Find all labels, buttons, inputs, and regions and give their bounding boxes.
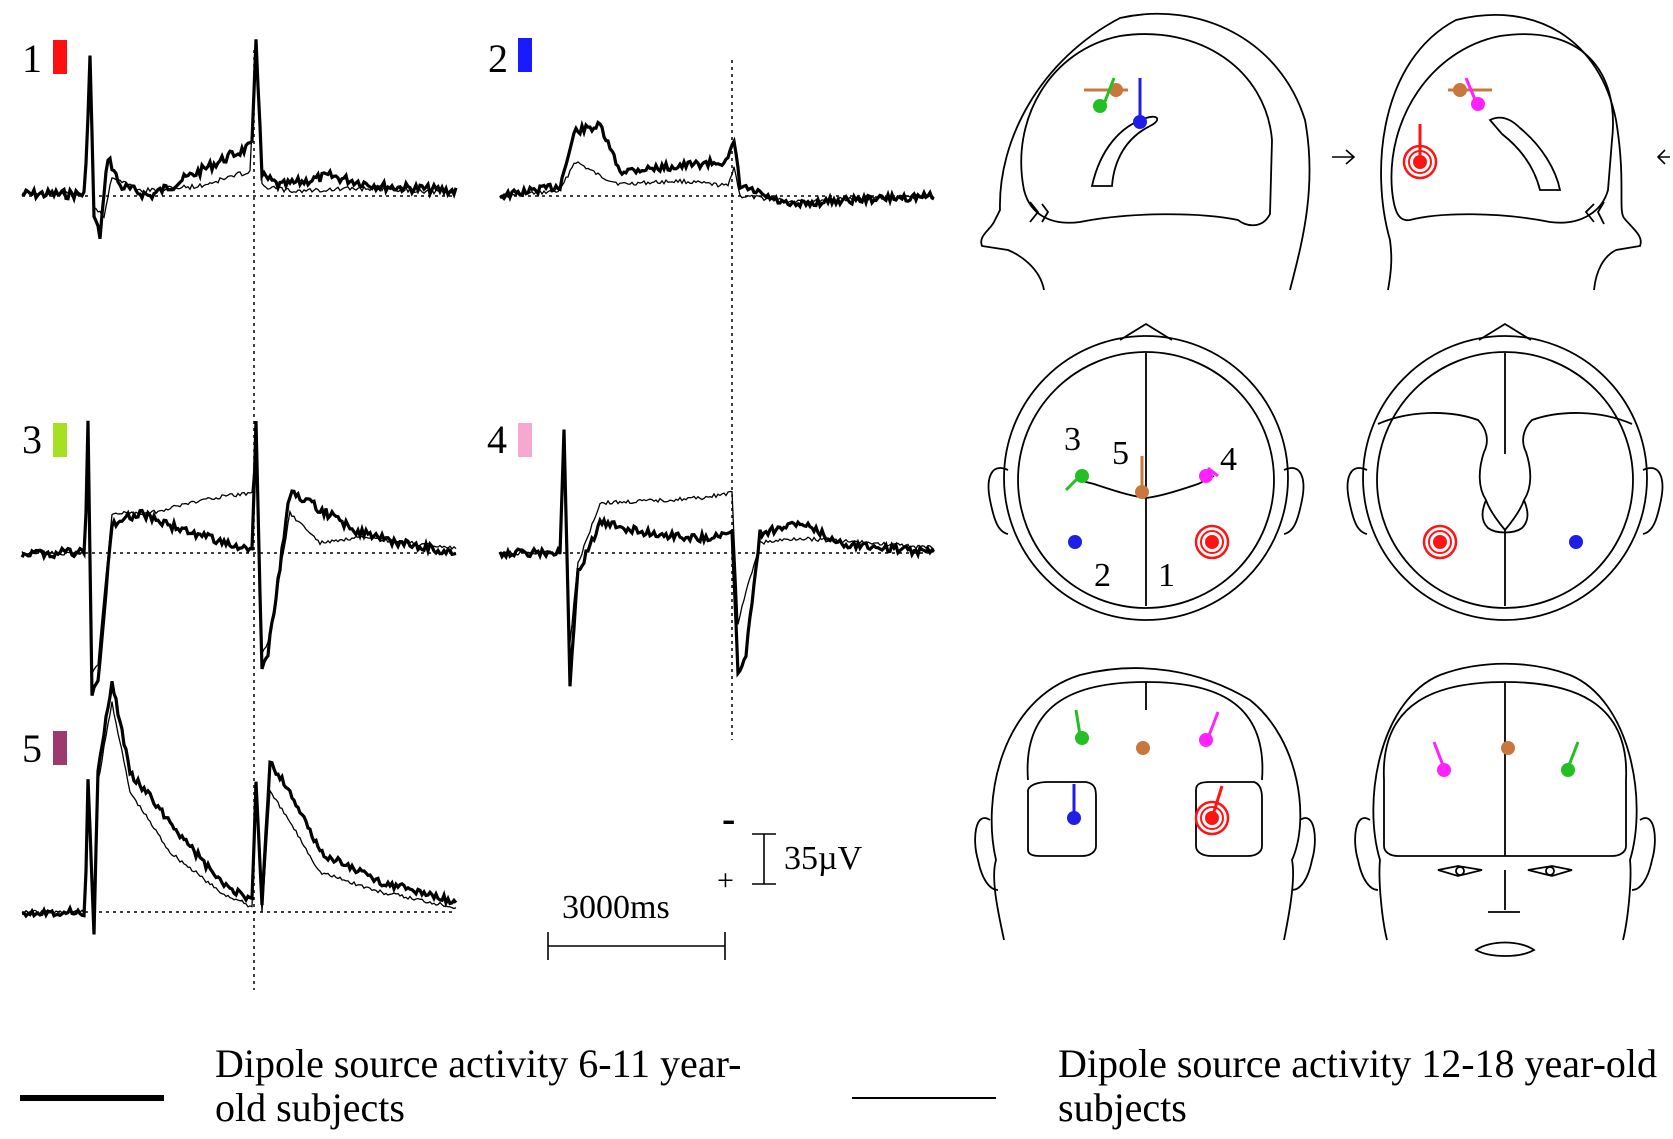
amplitude-scale-label: 35µV	[784, 840, 863, 877]
waveform-panels: 1 2 3 4 5	[20, 36, 936, 990]
dipole-3-front	[1561, 763, 1575, 777]
dipoles	[1064, 77, 1583, 836]
dipole-4-sagittal-right	[1471, 97, 1485, 111]
dipole-1-top-right	[1433, 535, 1447, 549]
head-maps	[974, 12, 1670, 957]
head-front	[1354, 662, 1656, 957]
panel-3-label: 3	[22, 417, 42, 462]
head-back	[974, 667, 1316, 941]
head-label-5: 5	[1112, 435, 1129, 472]
dipole-1-back	[1205, 811, 1219, 825]
panel-2-label: 2	[488, 36, 508, 81]
panel-2-trace-6-11y	[499, 119, 935, 210]
panel-5-color-chip	[53, 731, 67, 765]
dipole-5-top-left	[1135, 485, 1149, 499]
head-label-2: 2	[1094, 557, 1111, 594]
panel-3-trace-6-11y	[20, 420, 457, 696]
dipole-5-sagittal-right	[1453, 83, 1467, 97]
legend-thin-line	[852, 1097, 996, 1099]
panel-1-trace-6-11y	[21, 39, 458, 239]
panel-4-trace-12-18y	[499, 453, 935, 643]
dipole-1-sagittal-right-ring-inner	[1408, 150, 1432, 174]
polarity-positive: +	[717, 864, 734, 897]
dipole-1-top-left-ring	[1194, 524, 1230, 560]
legend-thin-label: Dipole source activity 12-18 year-old su…	[1058, 1041, 1658, 1130]
panel-1-trace-12-18y	[21, 48, 457, 219]
dipole-2-top-left	[1068, 535, 1082, 549]
panel-4-trace-6-11y	[498, 429, 936, 687]
dipole-2-sagittal-left	[1133, 115, 1147, 129]
polarity-negative: -	[722, 796, 735, 841]
head-label-3: 3	[1064, 421, 1081, 458]
head-sagittal-left	[980, 12, 1311, 291]
head-sagittal-right	[1332, 14, 1670, 291]
head-label-1: 1	[1158, 557, 1175, 594]
dipole-2-back	[1067, 811, 1081, 825]
dipole-1-top-left	[1205, 535, 1219, 549]
dipole-1-back-ring-inner	[1200, 806, 1224, 830]
time-scale-label: 3000ms	[562, 889, 670, 926]
dipole-1-top-right-ring-inner	[1428, 530, 1452, 554]
dipole-4-top-left	[1199, 469, 1213, 483]
panel-5-label: 5	[22, 726, 42, 771]
dipole-4-front	[1437, 763, 1451, 777]
dipole-2-top-right	[1569, 535, 1583, 549]
legend-thick-line	[20, 1095, 164, 1101]
head-label-4: 4	[1220, 441, 1237, 478]
panel-4-color-chip	[518, 423, 532, 457]
scale-bars: - + 35µV 3000ms	[547, 796, 863, 960]
dipole-1-sagittal-right	[1413, 155, 1427, 169]
head-top-right	[1346, 322, 1664, 621]
panel-4-label: 4	[487, 417, 507, 462]
panel-1-color-chip	[53, 40, 67, 74]
dipole-3-sagittal-left	[1093, 99, 1107, 113]
panel-5-trace-12-18y	[21, 701, 457, 921]
legend-thick-label: Dipole source activity 6-11 year-old sub…	[215, 1041, 742, 1130]
panel-3-color-chip	[53, 423, 67, 457]
dipole-4-back	[1199, 733, 1213, 747]
panel-1-label: 1	[22, 36, 42, 81]
dipole-1-back-ring	[1194, 800, 1230, 836]
dipole-3-top-left	[1075, 469, 1089, 483]
head-map-number-labels: 3 5 4 2 1	[1064, 421, 1237, 594]
dipole-1-top-right-ring	[1422, 524, 1458, 560]
dipole-5-front	[1501, 741, 1515, 755]
panel-2-trace-12-18y	[499, 161, 935, 204]
head-top-left	[987, 322, 1305, 621]
dipole-5-back	[1136, 741, 1150, 755]
dipole-1-top-left-ring-inner	[1200, 530, 1224, 554]
panel-3-trace-12-18y	[21, 442, 457, 674]
dipole-1-sagittal-right-ring	[1402, 144, 1438, 180]
panel-5-trace-6-11y	[21, 680, 458, 935]
dipole-3-back	[1075, 731, 1089, 745]
dipole-5-sagittal-left	[1109, 83, 1123, 97]
panel-2-color-chip	[518, 38, 532, 72]
